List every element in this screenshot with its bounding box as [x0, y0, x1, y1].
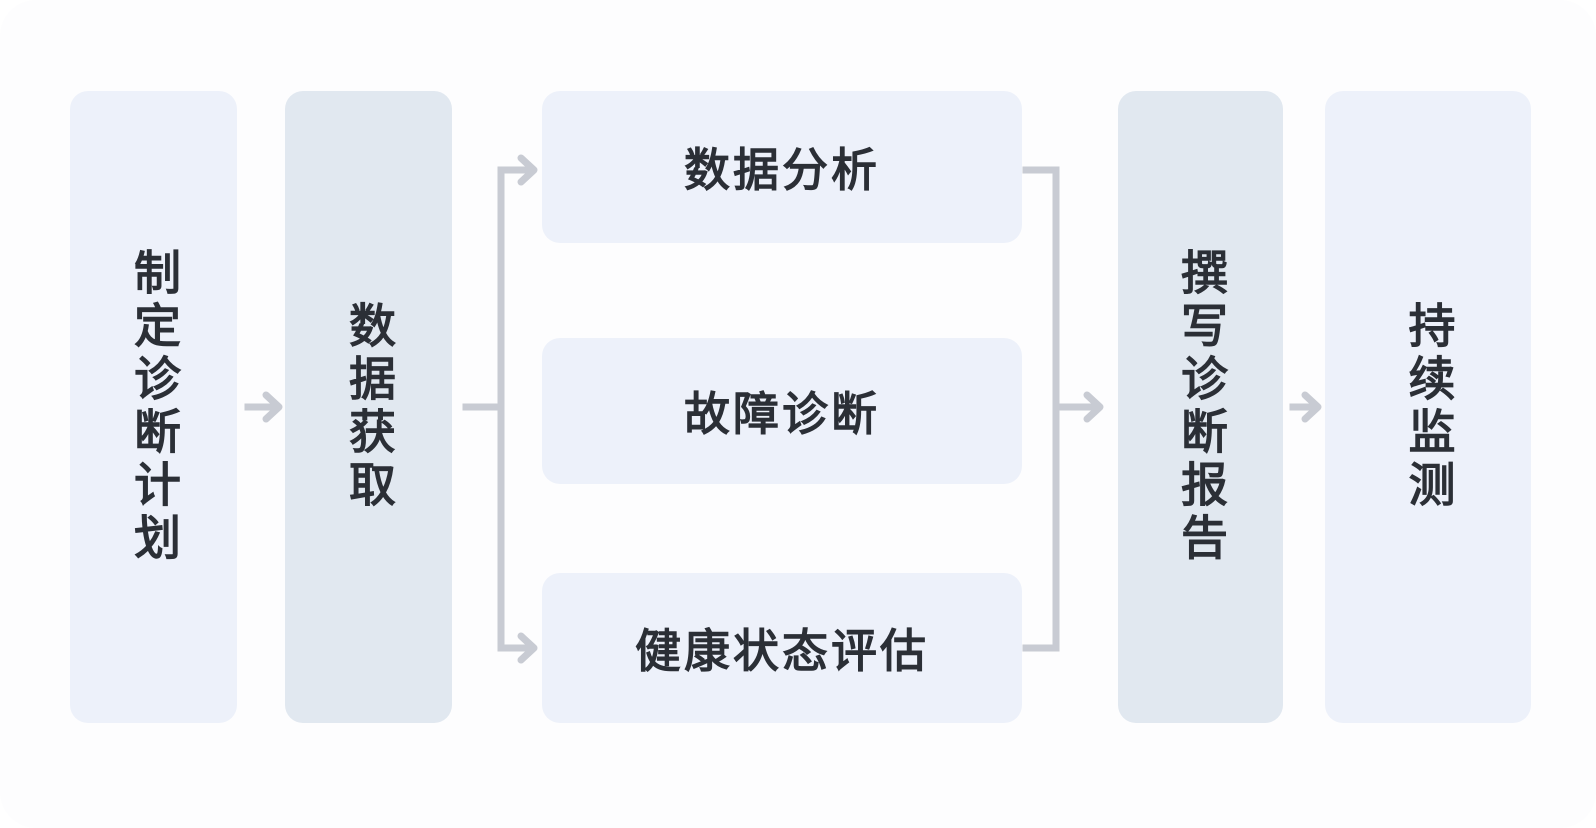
edge-merge-to-report	[1052, 391, 1104, 423]
edge-acquire-fanout	[462, 166, 505, 652]
edge-branch-to-health	[497, 632, 538, 664]
edge-report-to-monitor	[1289, 391, 1322, 423]
edge-health-to-merge	[1022, 403, 1060, 652]
node-data-acquisition[interactable]: 数据获取	[285, 91, 452, 723]
edge-analysis-to-merge	[1022, 166, 1060, 411]
node-data-analysis[interactable]: 数据分析	[542, 91, 1022, 243]
node-fault-diagnosis[interactable]: 故障诊断	[542, 338, 1022, 484]
node-health-assessment[interactable]: 健康状态评估	[542, 573, 1022, 723]
node-plan[interactable]: 制定诊断计划	[70, 91, 237, 723]
edge-plan-to-acquire	[244, 391, 283, 423]
node-continuous-monitoring[interactable]: 持续监测	[1325, 91, 1531, 723]
edge-branch-to-analysis	[497, 154, 538, 186]
node-write-report[interactable]: 撰写诊断报告	[1118, 91, 1283, 723]
